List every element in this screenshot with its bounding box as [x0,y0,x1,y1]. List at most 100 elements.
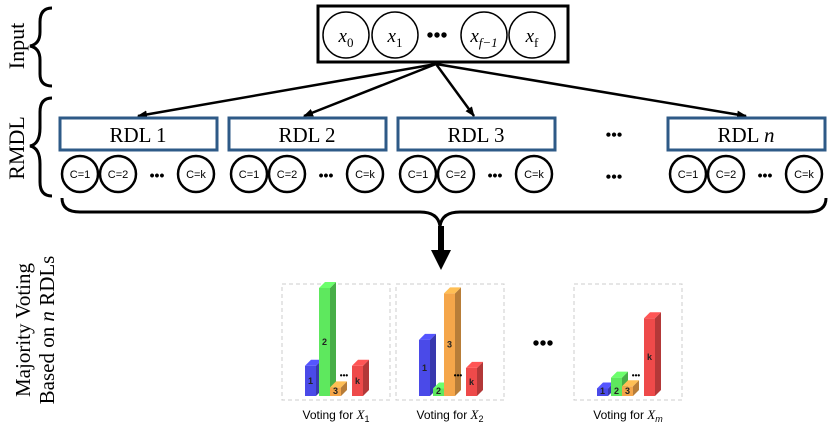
vote-bar-top [444,287,461,294]
class-node-label: C=k [794,169,814,181]
vote-bar-gap-dots: ••• [454,371,463,380]
class-node: C=2 [267,154,307,194]
class-node-circle [398,154,438,194]
vote-bar-top [622,380,639,387]
class-node: C=1 [229,154,269,194]
class-node-circle [60,154,100,194]
class-node: C=k [514,154,554,194]
vote-bar-label: 1 [308,376,313,386]
input-node-label: x0 [338,26,354,50]
rmdl-side-label: RMDL [4,116,29,180]
voting-caption: Voting for Xm [593,407,663,424]
class-node-circle [668,154,708,194]
class-node: C=k [784,154,824,194]
input-node-label: x1 [387,26,403,50]
vote-bar-side [655,312,661,396]
vote-bar-side [330,282,336,396]
class-node-label: C=2 [446,169,467,181]
vote-bar-label: k [355,376,361,386]
input-node-circle [508,11,556,59]
class-node-label: C=1 [678,169,699,181]
vote-bar-gap-dots: ••• [632,371,641,380]
vote-bar-front [433,388,444,396]
class-node: C=1 [60,154,100,194]
arrow-to-rdl-3 [434,63,476,117]
class-node-label: C=1 [70,169,91,181]
input-node-circle [322,11,370,59]
vote-bar-front [611,377,622,396]
voting-arrow-head [431,250,451,270]
rdl-3: RDL 3 [396,116,557,152]
rdl-n-box [666,116,827,152]
class-node: C=k [345,154,385,194]
input-brace [29,6,53,88]
input-node-label: xf−1 [469,26,497,50]
rdl-2-box [227,116,388,152]
class-node: C=2 [436,154,476,194]
class-node: C=2 [706,154,746,194]
rdl-1-box [58,116,219,152]
vote-bar-label: 3 [333,386,338,396]
input-arrows [137,62,747,119]
class-node-label: C=2 [277,169,298,181]
vote-bar-label: k [469,377,475,387]
arrow-to-rdl-1 [137,62,437,119]
rdl-3-label: RDL 3 [448,123,505,147]
vote-bar-3: 3 [330,381,347,396]
rmdl-brace [29,96,53,198]
rmdl-bottom-brace [60,197,828,227]
majority-voting-line2: Based on n RDLs [35,256,59,405]
vote-bar-label: 2 [322,337,327,347]
input-ellipsis: ••• [426,25,447,47]
input-node-circle [371,11,419,59]
class-node-circle [176,154,216,194]
rdl-1: RDL 1 [58,116,219,152]
vote-bar-top [597,382,614,389]
vote-bar-top [611,371,628,378]
class-node-circle [98,154,138,194]
voting-ellipsis: ••• [532,333,553,355]
vote-bar-side [455,287,461,396]
rdl-1-label: RDL 1 [110,123,167,147]
rdl-2: RDL 2 [227,116,388,152]
vote-bar-2: 2 [319,282,336,396]
class-node-circle [514,154,554,194]
class-node-circle [436,154,476,194]
vote-bar-side [341,381,347,396]
vote-bar-front [419,339,430,396]
vote-bar-k: k [466,361,483,396]
vote-bar-side [363,359,369,396]
class-row-ellipsis: ••• [606,169,623,186]
vote-bar-gap-dots: ••• [340,371,349,380]
rdl-2-label: RDL 2 [279,123,336,147]
vote-bar-side [430,333,436,396]
arrow-to-rdl-2 [303,62,437,118]
input-node-0: x0 [322,11,370,59]
vote-bar-front [319,288,330,396]
vote-bar-front [644,318,655,396]
vote-bar-3: 3 [622,380,639,396]
majority-voting-line1: Majority Voting [11,263,35,397]
vote-bar-top [466,361,483,368]
input-node-2: xf−1 [460,11,508,59]
vote-bar-k: k [352,359,369,396]
vote-bar-front [444,293,455,396]
class-node: C=1 [668,154,708,194]
input-side-label: Input [4,23,29,69]
vote-bar-3: 3 [444,287,461,396]
vote-bar-label: 1 [422,363,427,373]
class-node: C=k [176,154,216,194]
vote-bar-label: 3 [447,340,452,350]
voting-caption: Voting for X2 [416,407,483,424]
vote-bar-front [466,367,477,396]
class-node: C=2 [98,154,138,194]
vote-bar-label: 1 [600,386,605,396]
class-node-circle [345,154,385,194]
class-node-label: C=2 [716,169,737,181]
